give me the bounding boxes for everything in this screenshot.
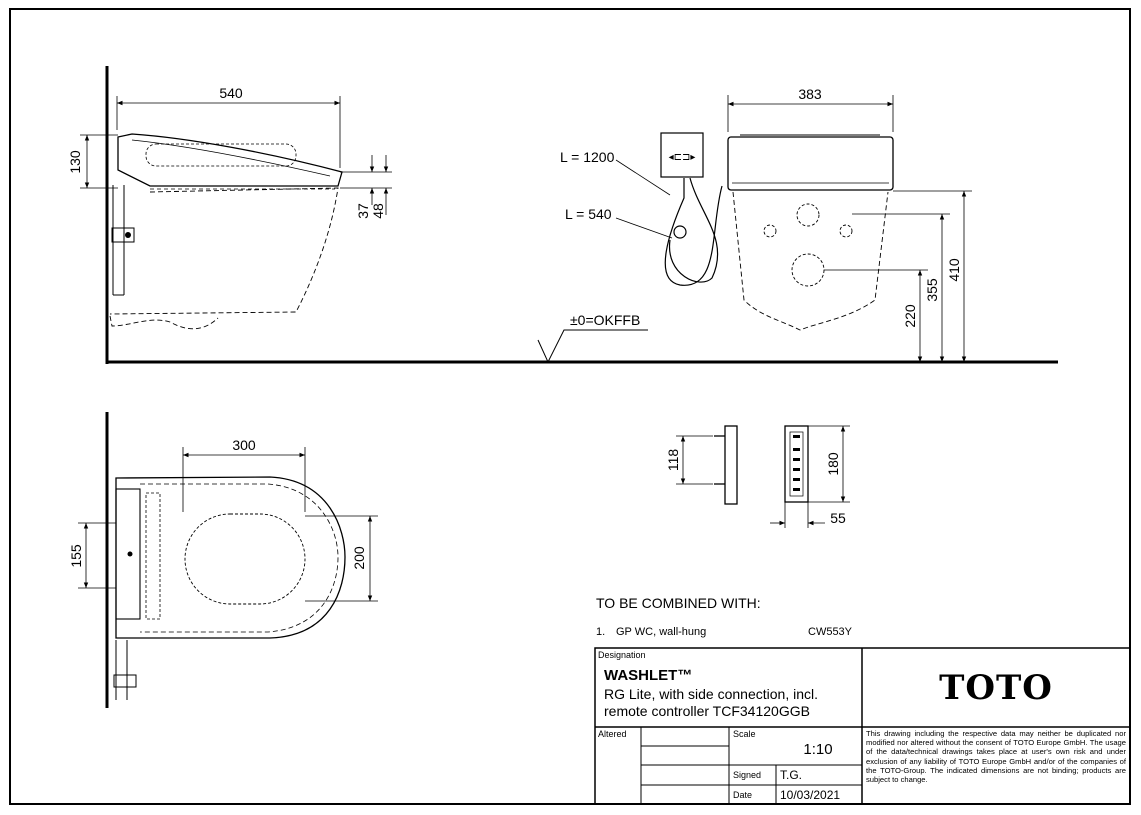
hose-length-540: L = 540 <box>565 206 612 222</box>
control-box-icon: ◂⊏⊐▸ <box>669 152 696 163</box>
seat-opening <box>184 513 306 605</box>
dim-top-length: 300 <box>232 437 256 453</box>
combined-with-section: TO BE COMBINED WITH: 1. GP WC, wall-hung… <box>596 595 853 638</box>
date-label: Date <box>733 790 752 800</box>
control-box <box>660 132 704 178</box>
combined-heading: TO BE COMBINED WITH: <box>596 595 761 611</box>
top-view: 300 155 200 <box>68 412 378 708</box>
dim-remote-55: 55 <box>830 510 846 526</box>
remote-buttons <box>793 435 800 491</box>
seat-profile <box>117 133 343 187</box>
dim-remote-180: 180 <box>825 452 841 476</box>
toto-logo: TOTO <box>939 668 1053 708</box>
scale-label: Scale <box>733 729 756 739</box>
floor-ref-label: ±0=OKFFB <box>570 312 640 328</box>
dim-top-200: 200 <box>351 546 367 570</box>
side-view: 540 130 37 48 <box>67 66 1058 364</box>
signed-label: Signed <box>733 770 761 780</box>
dim-remote-118: 118 <box>665 449 681 472</box>
bowl-hidden-outline <box>109 187 339 315</box>
rear-view: ◂⊏⊐▸ L = 1200 L = 540 383 220 355 410 <box>560 86 972 362</box>
dim-rear-width: 383 <box>798 86 822 102</box>
scale-value: 1:10 <box>803 741 832 758</box>
designation-label: Designation <box>598 650 646 660</box>
product-name: WASHLET™ <box>604 667 692 684</box>
remote-front-view <box>784 425 809 503</box>
dim-gap-48: 48 <box>370 203 386 219</box>
dim-gap-37: 37 <box>355 203 371 219</box>
disclaimer-text: This drawing including the respective da… <box>866 729 1126 785</box>
dim-side-height: 130 <box>67 150 83 174</box>
floor-reference: ±0=OKFFB <box>537 312 648 364</box>
sheet-border <box>9 8 1131 805</box>
seat-hinge-unit <box>115 488 141 620</box>
combined-item-name: GP WC, wall-hung <box>616 626 706 638</box>
hose-540 <box>669 177 719 283</box>
date-value: 10/03/2021 <box>780 788 840 802</box>
dim-height-410: 410 <box>946 258 962 282</box>
remote-controller: 118 180 55 <box>665 425 850 528</box>
remote-side-view <box>724 425 738 505</box>
product-description-line1: RG Lite, with side connection, incl. <box>604 686 818 702</box>
hose-length-1200: L = 1200 <box>560 149 615 165</box>
bowl-rear-hidden <box>732 191 889 331</box>
dim-height-220: 220 <box>902 304 918 328</box>
dim-top-155: 155 <box>68 544 84 568</box>
signed-value: T.G. <box>780 768 802 782</box>
hose-1200 <box>664 178 723 286</box>
product-description-line2: remote controller TCF34120GGB <box>604 703 810 719</box>
altered-label: Altered <box>598 729 627 739</box>
title-block: Designation WASHLET™ RG Lite, with side … <box>594 647 1131 805</box>
combined-item-code: CW553Y <box>808 626 853 638</box>
seat-top-outline <box>115 476 346 639</box>
dim-side-length: 540 <box>219 85 243 101</box>
dim-height-355: 355 <box>924 278 940 302</box>
combined-item-number: 1. <box>596 626 605 638</box>
seat-rear <box>727 136 894 191</box>
